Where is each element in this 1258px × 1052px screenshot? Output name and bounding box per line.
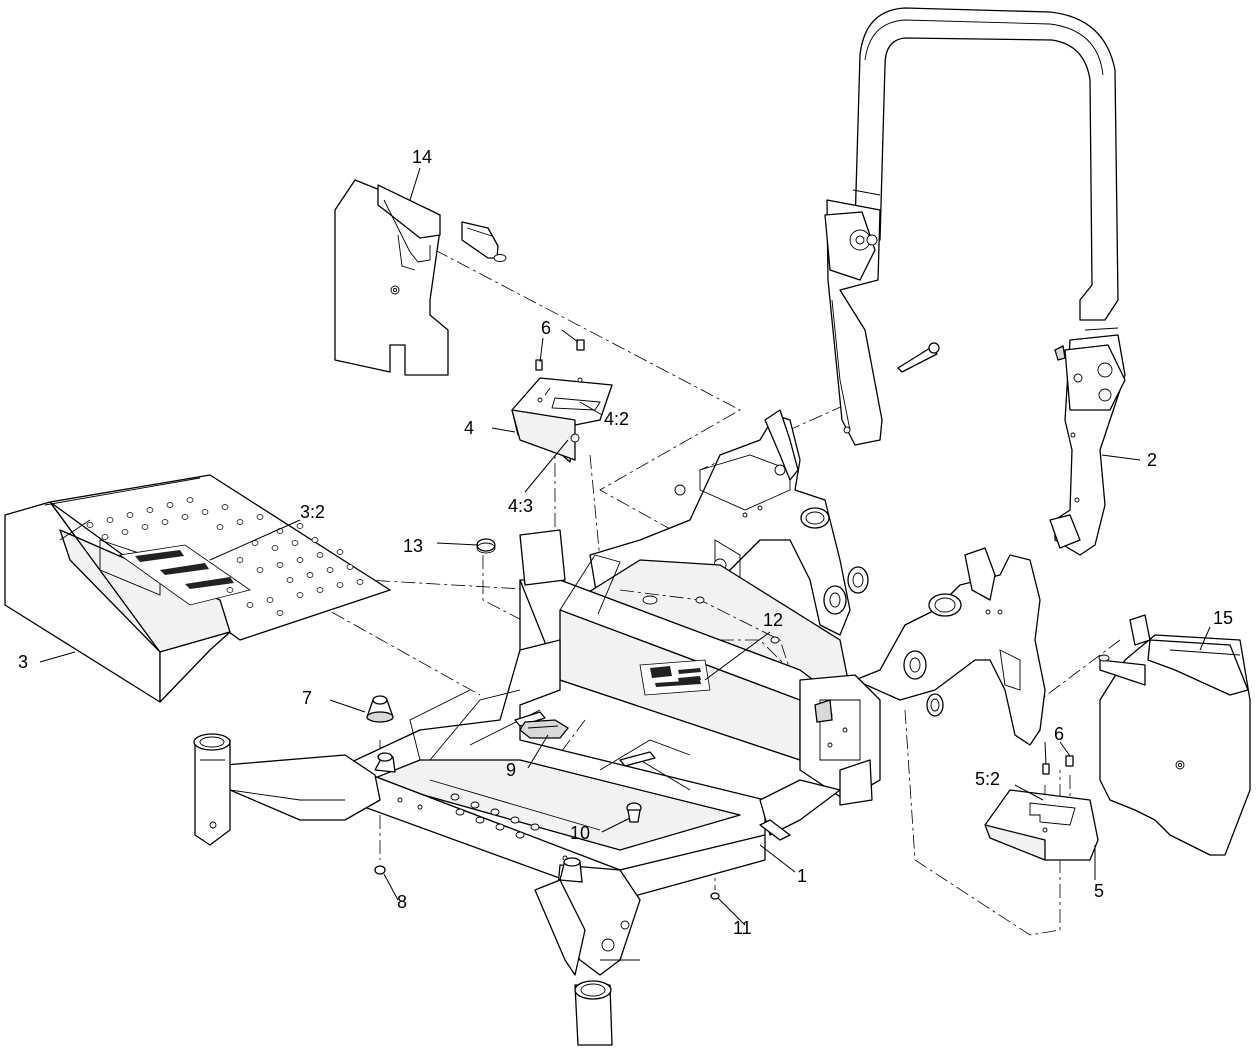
- callout-5: 5: [1094, 881, 1104, 901]
- callout-14: 14: [412, 147, 432, 167]
- callout-11: 11: [733, 918, 752, 938]
- callout-15: 15: [1213, 608, 1233, 628]
- callout-7: 7: [302, 688, 312, 708]
- plug-13: [476, 538, 496, 554]
- callout-4: 4: [464, 418, 474, 438]
- callout-6-right: 6: [1054, 724, 1064, 744]
- callout-3: 3: [18, 652, 28, 672]
- callout-2: 2: [1147, 450, 1157, 470]
- callout-9: 9: [506, 760, 516, 780]
- callout-8: 8: [397, 892, 407, 912]
- callout-3-2: 3:2: [300, 502, 325, 522]
- callout-1: 1: [797, 866, 807, 886]
- leader-lines: [39, 167, 1211, 926]
- callout-4-2: 4:2: [604, 409, 629, 429]
- control-bracket-4: [511, 339, 613, 463]
- rops-roll-bar: [824, 7, 1126, 556]
- foot-plate-perforations: [86, 497, 364, 616]
- callout-12: 12: [763, 610, 783, 630]
- foot-plate: [4, 474, 391, 703]
- right-side-panel: [1098, 614, 1251, 856]
- callout-10: 10: [570, 823, 590, 843]
- callout-5-2: 5:2: [975, 769, 1000, 789]
- hardware: [366, 695, 720, 900]
- callouts: 14 2 3 3:2 4 4:2 4:3 5 5:2 6 6 7 8 9 10 …: [18, 147, 1233, 938]
- main-frame: [193, 409, 1046, 1046]
- left-side-panel: [334, 179, 507, 376]
- callout-6-left: 6: [541, 318, 551, 338]
- callout-4-3: 4:3: [508, 496, 533, 516]
- callout-13: 13: [403, 536, 423, 556]
- control-bracket-5: [984, 755, 1099, 861]
